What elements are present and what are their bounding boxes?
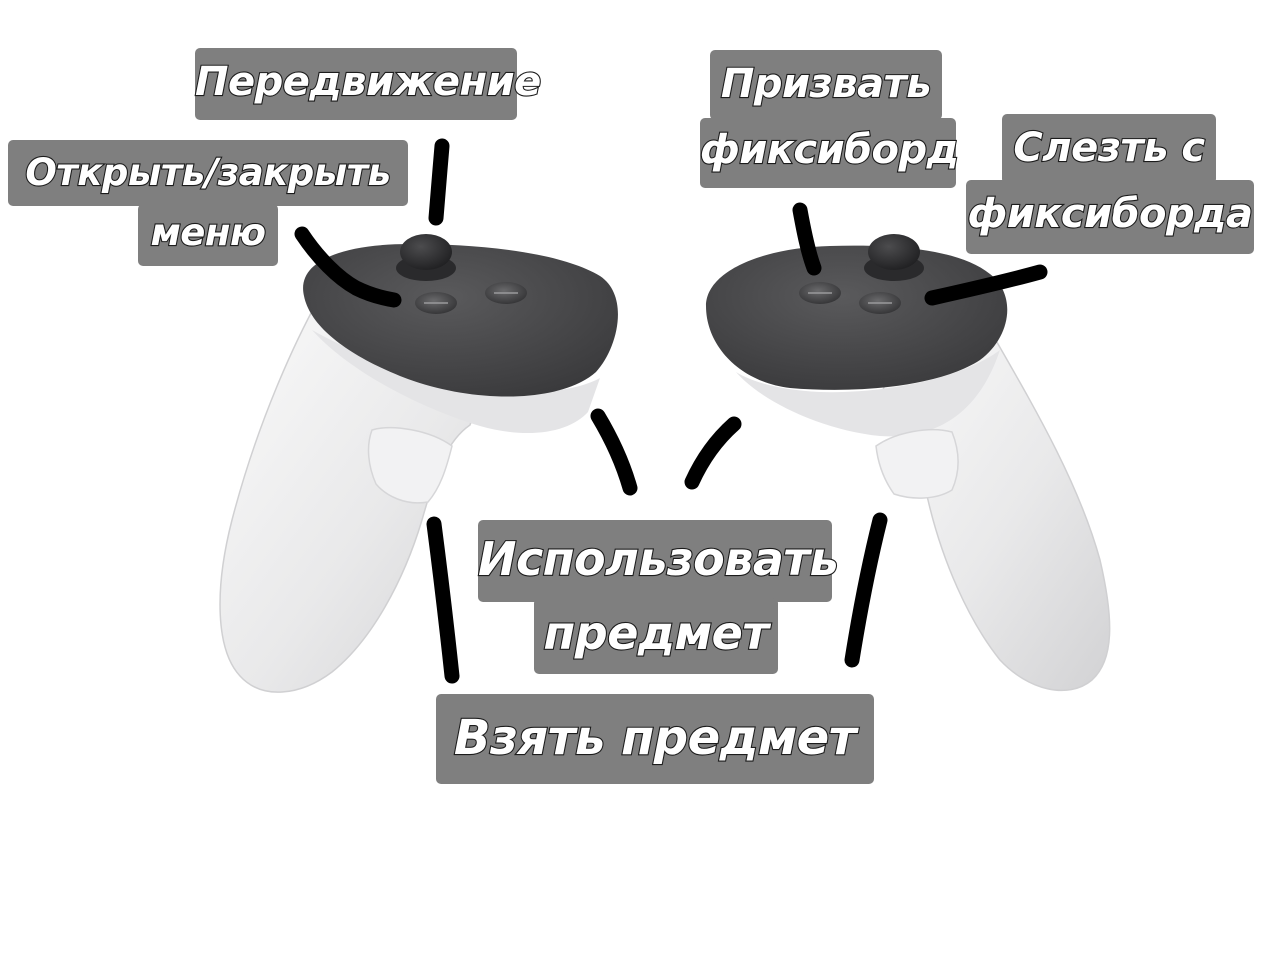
- label-locomotion: Передвижение: [194, 48, 542, 120]
- label-use-line1: Использовать: [477, 520, 840, 602]
- right-thumbstick: [868, 234, 920, 270]
- label-locomotion-text: Передвижение: [194, 59, 542, 105]
- label-summon-line2-text: фиксиборд: [699, 127, 960, 173]
- left-controller-underside: [312, 330, 600, 434]
- left-thumbstick: [400, 234, 452, 270]
- pointer-strokes: [294, 138, 1048, 684]
- pointer-locomotion: [428, 138, 450, 226]
- right-controller: [706, 234, 1111, 692]
- label-menu-line1: Открыть/закрыть: [8, 140, 408, 206]
- left-trigger: [367, 427, 453, 504]
- label-summon-line1: Призвать: [710, 50, 942, 120]
- label-dismount-line1: Слезть с: [1002, 114, 1216, 184]
- label-grab: Взять предмет: [436, 694, 874, 784]
- pointer-grab-left: [426, 516, 460, 684]
- label-use-line2: предмет: [534, 598, 778, 674]
- pointer-menu: [294, 226, 402, 308]
- label-summon-line1-text: Призвать: [720, 61, 933, 107]
- label-dismount-line2-text: фиксиборда: [966, 191, 1254, 237]
- pointer-use-left: [590, 408, 638, 496]
- right-controller-face: [706, 245, 1008, 390]
- label-grab-text: Взять предмет: [453, 710, 858, 766]
- pointer-grab-right: [844, 512, 888, 668]
- label-menu-line1-text: Открыть/закрыть: [24, 151, 392, 194]
- label-dismount-line2: фиксиборда: [966, 180, 1254, 254]
- label-use-line1-text: Использовать: [477, 532, 840, 586]
- left-controller-face: [303, 244, 618, 397]
- pointer-summon: [792, 202, 822, 276]
- right-trigger: [875, 428, 959, 499]
- label-summon-line2: фиксиборд: [699, 118, 960, 188]
- pointer-dismount: [924, 264, 1048, 306]
- label-menu-line2: меню: [138, 204, 278, 266]
- left-controller: [219, 234, 618, 693]
- label-use-line2-text: предмет: [542, 606, 770, 660]
- pointer-use-right: [684, 416, 742, 490]
- right-controller-underside: [736, 350, 1000, 437]
- label-menu-line2-text: меню: [149, 211, 267, 254]
- label-dismount-line1-text: Слезть с: [1012, 125, 1206, 171]
